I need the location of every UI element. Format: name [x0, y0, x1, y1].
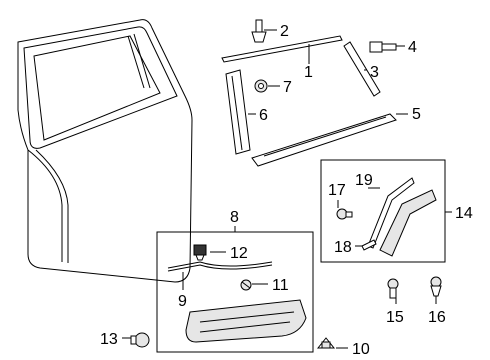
callout-16: 16 — [428, 309, 446, 326]
part-16-clip — [430, 276, 442, 297]
part-12-retainer — [193, 244, 207, 261]
callout-2: 2 — [280, 23, 289, 40]
callout-18: 18 — [334, 239, 352, 256]
part-2-clip — [251, 19, 267, 43]
part-17-clip — [336, 208, 353, 220]
callout-17: 17 — [328, 182, 346, 199]
callout-12: 12 — [230, 245, 248, 262]
part-3-front-molding — [343, 41, 381, 97]
part-13-plug — [130, 332, 150, 348]
part-18-pin — [361, 239, 377, 251]
callout-10: 10 — [352, 341, 370, 358]
callout-5: 5 — [412, 106, 421, 123]
callout-4: 4 — [408, 39, 417, 56]
part-15-screw — [387, 278, 399, 299]
part-7-grommet — [254, 79, 268, 93]
rear-door-panel — [17, 19, 193, 283]
callout-1: 1 — [304, 64, 313, 81]
callout-3: 3 — [370, 64, 379, 81]
lower-garnish-panel — [185, 299, 307, 343]
callout-11: 11 — [272, 277, 289, 294]
part-10-clip — [316, 337, 336, 349]
callout-19: 19 — [355, 172, 373, 189]
callout-7: 7 — [283, 79, 292, 96]
part-1-upper-molding — [221, 35, 343, 63]
callout-14: 14 — [455, 205, 473, 222]
part-6-pillar-garnish — [225, 69, 251, 155]
callout-6: 6 — [259, 107, 268, 124]
callout-15: 15 — [386, 309, 404, 326]
part-14-trim-frame — [379, 189, 437, 257]
part-14-group-box — [320, 159, 446, 263]
part-5-belt-molding — [251, 113, 397, 167]
part-11-clip — [240, 279, 252, 291]
callout-9: 9 — [178, 293, 187, 310]
part-4-screw — [369, 41, 397, 53]
part-19-window-trim — [367, 177, 415, 249]
callout-13: 13 — [100, 331, 118, 348]
callout-8: 8 — [230, 209, 239, 226]
part-9-lower-molding — [167, 261, 273, 272]
